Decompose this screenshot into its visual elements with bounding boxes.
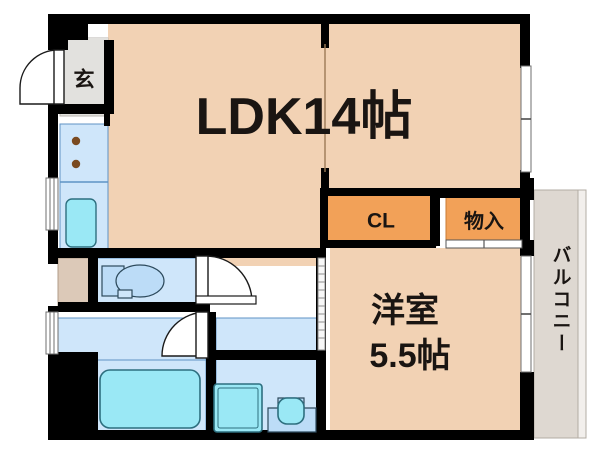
balcony-rail	[577, 189, 587, 439]
entrance-label: 玄	[74, 68, 95, 92]
storage-fill	[445, 195, 525, 247]
washing-machine-space	[213, 383, 263, 433]
partition-stub-bottom	[321, 168, 329, 194]
wall-cl-top	[320, 188, 436, 196]
wall-cl-left	[320, 188, 328, 246]
toilet-swing-door	[195, 255, 257, 305]
wall-kitchen-top	[104, 114, 110, 126]
storage-sliding-doors	[445, 239, 523, 249]
bath-swing-door	[161, 311, 209, 359]
entrance-swing-door	[19, 49, 65, 105]
ldk-hall-fill	[108, 194, 216, 254]
toilet-side-closet-fill	[57, 257, 93, 309]
balcony	[533, 189, 587, 439]
room-bedroom	[330, 248, 526, 436]
wall-kitchen-bottom	[58, 248, 210, 258]
wall-bath-right	[206, 312, 216, 440]
wall-right-upper	[520, 14, 530, 64]
wall-entrance-left-stub	[58, 40, 68, 50]
wall-entrance-bottom	[58, 104, 114, 114]
wall-cl-bottom	[320, 240, 436, 248]
washroom-window	[45, 311, 59, 355]
storage-label: 物入	[464, 209, 504, 233]
bedroom-sliding-door	[317, 257, 326, 351]
wall-bottom	[48, 430, 530, 440]
wall-left-lower	[48, 306, 58, 440]
kitchen-sink	[65, 198, 97, 248]
ldk-label: LDK14帖	[196, 88, 413, 146]
balcony-label: バルコニー	[550, 245, 572, 355]
entrance-floor-notch	[86, 38, 108, 68]
wall-right-window-top	[520, 60, 530, 68]
cl-label: CL	[367, 210, 395, 233]
bedroom-floor-fill	[330, 248, 526, 436]
wall-right-window-bottom	[520, 170, 530, 180]
wall-hall-corner	[316, 248, 326, 258]
wall-bath-left	[88, 352, 98, 440]
wall-toilet-bottom	[58, 302, 210, 312]
wall-cl-right	[430, 188, 440, 246]
wall-right-lower	[520, 372, 534, 440]
toilet	[101, 264, 165, 299]
kitchen-window	[45, 177, 59, 231]
wash-basin	[267, 397, 317, 433]
balcony-floor-fill	[533, 189, 587, 439]
wall-toilet-closet-div	[88, 256, 98, 312]
room-entrance	[59, 37, 109, 117]
closet-cl	[325, 193, 437, 247]
partition-stub-top	[321, 22, 329, 48]
bedroom-size-label: 5.5帖	[369, 337, 450, 375]
wall-top	[48, 14, 530, 24]
gas-stove	[71, 136, 81, 169]
bedroom-name-label: 洋室	[371, 291, 439, 330]
bathtub	[99, 369, 201, 429]
wall-corridor-top	[196, 248, 326, 258]
cl-fill	[325, 193, 437, 247]
wall-bath-bottom-shelf	[206, 350, 324, 360]
wall-entrance-right	[104, 40, 114, 114]
wall-storage-top	[440, 188, 530, 198]
closet-storage	[445, 195, 525, 247]
ldk-floor-fill-west	[108, 22, 324, 194]
ldk-balcony-window	[520, 65, 532, 173]
wall-storage-right	[520, 188, 530, 246]
wall-hall-corner-left	[196, 248, 206, 258]
wall-left-upper	[48, 14, 58, 50]
bedroom-balcony-window	[520, 255, 532, 373]
